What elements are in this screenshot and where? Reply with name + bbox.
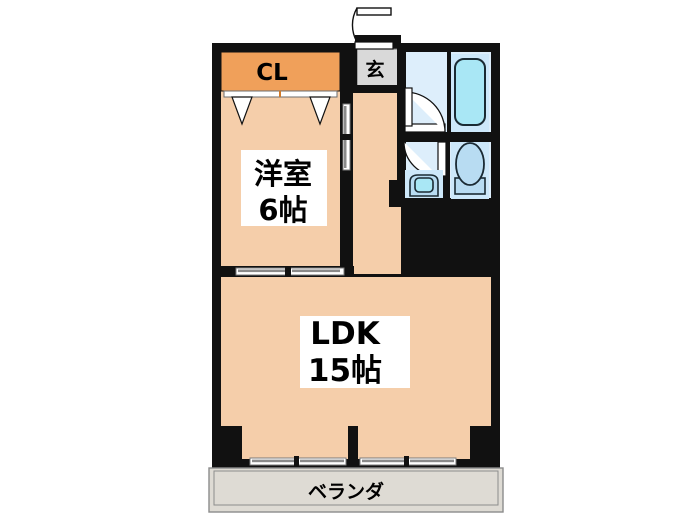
entrance-threshold [354, 41, 394, 50]
veranda-window-right-panel-a [362, 459, 404, 463]
wall-entrance-bottom [353, 85, 405, 93]
closet-leaf-right [309, 96, 331, 126]
balcony-center-mullion [348, 426, 358, 468]
entrance-door-swing-arc [351, 7, 358, 43]
toilet-bowl[interactable] [455, 142, 485, 186]
bath-door-hinge [404, 87, 413, 127]
ldk-label-group: LDK 15帖 [300, 316, 410, 389]
wall-ldk-jog-right [470, 426, 500, 468]
room-sliding-panel-lower [344, 140, 347, 168]
bathtub[interactable] [454, 58, 486, 126]
entrance[interactable]: 玄 [351, 7, 394, 81]
closet[interactable]: CL [220, 51, 341, 126]
western-room-label-box [241, 150, 327, 226]
veranda-window-left-panel-b [300, 459, 344, 463]
veranda-inner [213, 470, 499, 506]
wall-washroom-nub [389, 180, 405, 207]
veranda-window-right-panel-b [410, 459, 454, 463]
ldk-label-box [300, 316, 410, 388]
wall-entrance-left [349, 43, 357, 93]
washbasin-bowl[interactable] [414, 177, 434, 193]
western-room-label-group: 洋室 6帖 [241, 150, 327, 227]
room-sliding-door[interactable] [342, 103, 351, 171]
entrance-tile [356, 48, 402, 92]
ldk-room-sliding-door[interactable] [235, 266, 345, 277]
wall-bath-bottom [397, 132, 491, 142]
closet-leaf-left [231, 96, 253, 126]
veranda-label: ベランダ [308, 480, 384, 503]
closet-box[interactable] [220, 51, 341, 92]
ldk-room-sliding-panel-left [238, 269, 286, 273]
western-room-label-line1: 洋室 [254, 157, 312, 191]
veranda-window-right-mullion [404, 456, 409, 467]
wall-ldk-jog-left [212, 426, 242, 468]
ldk-label-line2: 15帖 [308, 353, 382, 389]
wall-wet-bottom [397, 198, 491, 207]
washbasin-area[interactable] [405, 170, 443, 198]
ldk-room-sliding-panel-right [292, 269, 340, 273]
western-room-label-line2: 6帖 [258, 193, 307, 227]
wall-hall-wet [397, 43, 406, 205]
wall-bath-partition [447, 52, 451, 134]
veranda[interactable]: ベランダ [208, 467, 504, 513]
closet-label: CL [256, 60, 288, 86]
bathroom[interactable] [404, 54, 489, 133]
veranda-windows[interactable] [249, 456, 457, 467]
veranda-window-left-mullion [294, 456, 299, 467]
room-sliding-panel-upper [344, 106, 347, 134]
entrance-label: 玄 [365, 58, 384, 81]
entrance-door-leaf[interactable] [356, 7, 392, 16]
veranda-window-left-panel-a [252, 459, 294, 463]
ldk-label-line1: LDK [310, 316, 380, 352]
room-sliding-door-jamb [342, 134, 351, 140]
ldk-room-sliding-mullion [285, 266, 291, 277]
